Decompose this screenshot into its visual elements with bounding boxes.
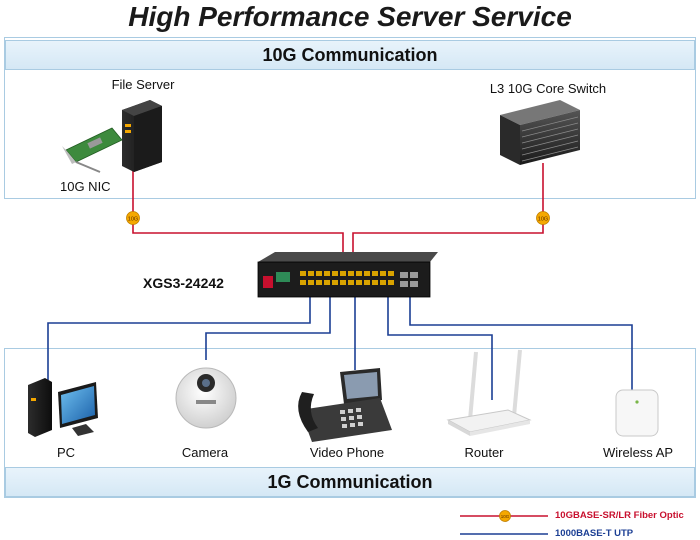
nic-card-icon: [62, 127, 123, 173]
label-core-switch: L3 10G Core Switch: [489, 81, 607, 96]
legend: 10G: [460, 510, 548, 535]
label-wireless-ap: Wireless AP: [602, 445, 674, 460]
badge-10g-right: 10G: [536, 211, 550, 225]
label-10g-nic: 10G NIC: [60, 179, 111, 194]
label-file-server: File Server: [111, 77, 175, 92]
legend-badge-text: 10G: [501, 514, 510, 519]
fiber-links: [132, 163, 544, 258]
top-band-10g: 10G Communication: [5, 40, 695, 70]
router-icon: [446, 349, 532, 436]
label-video-phone: Video Phone: [309, 445, 385, 460]
utp-link-router: [387, 297, 493, 400]
badge-10g-left-text: 10G: [128, 217, 138, 223]
label-router: Router: [464, 445, 504, 460]
label-main-switch: XGS3-24242: [143, 275, 224, 291]
utp-link-camera: [205, 297, 331, 360]
legend-fiber-label: 10GBASE-SR/LR Fiber Optic: [555, 510, 684, 521]
core-switch-icon: [500, 100, 580, 165]
pc-icon: [28, 378, 98, 437]
wireless-ap-icon: [615, 389, 659, 437]
badge-10g-right-text: 10G: [538, 217, 548, 223]
utp-link-pc: [47, 297, 311, 380]
file-server-icon: [122, 100, 162, 172]
utp-links: [47, 297, 633, 400]
fiber-link-file-server: [132, 168, 344, 258]
label-camera: Camera: [181, 445, 229, 460]
utp-link-wireless-ap: [409, 297, 633, 392]
badge-10g-left: 10G: [126, 211, 140, 225]
bottom-band-1g: 1G Communication: [5, 467, 695, 497]
main-switch-icon: [257, 252, 438, 298]
legend-utp-label: 1000BASE-T UTP: [555, 528, 634, 539]
fiber-link-core-switch: [352, 163, 544, 258]
video-phone-icon: [298, 368, 392, 442]
legend-fiber-badge: [499, 510, 511, 522]
diagram-title: High Performance Server Service: [128, 1, 572, 32]
label-pc: PC: [56, 445, 76, 460]
camera-icon: [175, 367, 237, 429]
